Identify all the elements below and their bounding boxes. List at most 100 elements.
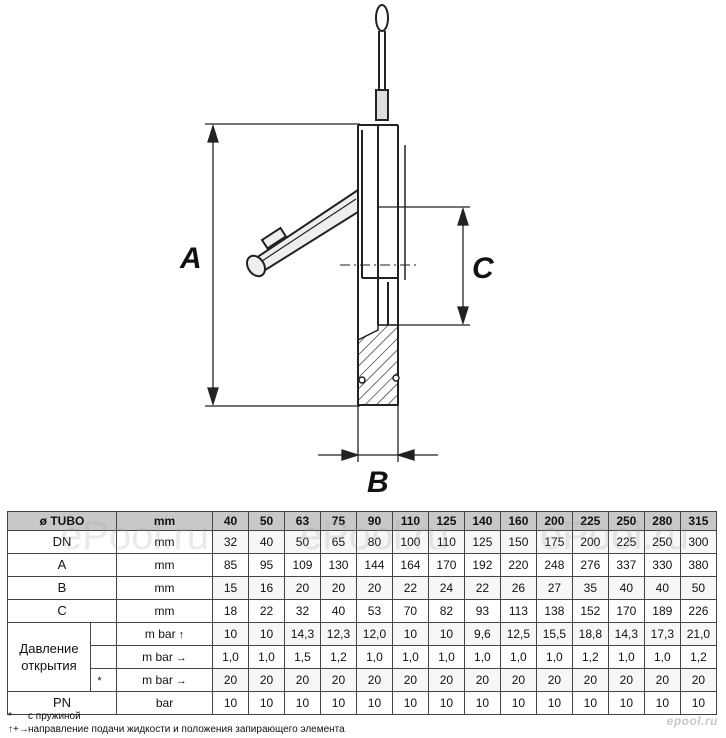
table-cell: 53 <box>355 599 393 623</box>
row-star <box>89 645 118 669</box>
pressure-label-line2: открытия <box>21 658 77 673</box>
table-cell: 10 <box>248 691 285 715</box>
row-label-c: C <box>6 599 118 623</box>
arrow-up-icon: ↑ <box>178 628 185 641</box>
table-cell: 20 <box>643 668 681 692</box>
table-row-pn: PN bar 10 10 10 10 10 10 10 10 10 10 10 … <box>6 691 718 715</box>
table-cell: 35 <box>571 576 609 600</box>
table-cell: 164 <box>391 553 429 577</box>
table-cell: 50 <box>283 530 321 554</box>
table-cell: 20 <box>571 668 609 692</box>
table-cell: 250 <box>643 530 681 554</box>
row-label-pn: PN <box>6 691 118 715</box>
table-cell: 95 <box>248 553 285 577</box>
table-cell: 110 <box>427 530 465 554</box>
header-size: 315 <box>679 511 718 531</box>
table-cell: 10 <box>643 691 681 715</box>
table-cell: 20 <box>283 668 321 692</box>
table-cell: 16 <box>248 576 285 600</box>
table-cell: 40 <box>248 530 285 554</box>
table-cell: 32 <box>283 599 321 623</box>
header-size: 280 <box>643 511 681 531</box>
table-cell: 20 <box>283 576 321 600</box>
row-unit: mm <box>116 599 214 623</box>
row-unit: mm <box>116 576 214 600</box>
dimension-c <box>378 206 470 326</box>
unit-text: m bar <box>142 649 173 664</box>
table-header-row: ø TUBO mm 40 50 63 75 90 110 125 140 160… <box>6 511 718 531</box>
table-cell: 85 <box>212 553 249 577</box>
table-cell: 10 <box>212 691 249 715</box>
dimension-a-label: A <box>179 242 202 275</box>
row-label-dn: DN <box>6 530 118 554</box>
table-cell: 226 <box>679 599 718 623</box>
table-cell: 18 <box>212 599 249 623</box>
header-size: 75 <box>319 511 357 531</box>
table-cell: 50 <box>679 576 718 600</box>
table-cell: 10 <box>391 691 429 715</box>
header-size: 50 <box>248 511 285 531</box>
table-cell: 1,5 <box>283 645 321 669</box>
table-cell: 144 <box>355 553 393 577</box>
table-cell: 10 <box>283 691 321 715</box>
table-cell: 40 <box>607 576 645 600</box>
spring-symbol: * <box>8 711 12 722</box>
table-cell: 10 <box>355 691 393 715</box>
legend-spring-text: с пружиной <box>28 711 81 722</box>
table-cell: 20 <box>607 668 645 692</box>
table-cell: 65 <box>319 530 357 554</box>
table-cell: 1,0 <box>248 645 285 669</box>
table-cell: 20 <box>535 668 573 692</box>
table-cell: 27 <box>535 576 573 600</box>
header-unit-label: mm <box>116 511 214 531</box>
dimension-b <box>318 405 438 462</box>
table-cell: 22 <box>463 576 501 600</box>
table-cell: 1,2 <box>679 645 718 669</box>
table-cell: 12,0 <box>355 622 393 646</box>
table-cell: 20 <box>679 668 718 692</box>
table-cell: 32 <box>212 530 249 554</box>
table-cell: 113 <box>499 599 537 623</box>
header-size: 200 <box>535 511 573 531</box>
table-cell: 20 <box>427 668 465 692</box>
header-size: 110 <box>391 511 429 531</box>
table-row-b: B mm 15 16 20 20 20 22 24 22 26 27 35 40… <box>6 576 718 600</box>
dimension-a <box>205 123 360 407</box>
table-cell: 100 <box>391 530 429 554</box>
table-cell: 22 <box>391 576 429 600</box>
row-star <box>89 622 118 646</box>
row-label-a: A <box>6 553 118 577</box>
table-cell: 20 <box>319 668 357 692</box>
table-cell: 220 <box>499 553 537 577</box>
table-cell: 20 <box>391 668 429 692</box>
section-hatch <box>357 324 399 406</box>
table-cell: 200 <box>571 530 609 554</box>
direction-arrows-icon: ↑+→ <box>8 724 29 735</box>
dimension-c-label: C <box>472 252 495 285</box>
table-cell: 10 <box>319 691 357 715</box>
arrow-right-icon: → <box>175 674 187 687</box>
table-cell: 14,3 <box>283 622 321 646</box>
table-cell: 150 <box>499 530 537 554</box>
table-cell: 1,0 <box>535 645 573 669</box>
table-cell: 20 <box>463 668 501 692</box>
legend-spring: * с пружиной <box>8 711 81 722</box>
table-cell: 225 <box>607 530 645 554</box>
side-port <box>246 188 359 278</box>
table-cell: 10 <box>391 622 429 646</box>
row-unit: bar <box>116 691 214 715</box>
table-cell: 20 <box>212 668 249 692</box>
table-cell: 130 <box>319 553 357 577</box>
row-label-pressure: Давление открытия <box>7 622 91 692</box>
table-row-c: C mm 18 22 32 40 53 70 82 93 113 138 152… <box>6 599 718 623</box>
table-cell: 40 <box>643 576 681 600</box>
dimension-b-label: B <box>367 466 389 499</box>
table-cell: 21,0 <box>679 622 718 646</box>
table-cell: 1,2 <box>319 645 357 669</box>
table-cell: 10 <box>535 691 573 715</box>
unit-text: m bar <box>144 626 176 641</box>
table-cell: 12,5 <box>499 622 537 646</box>
table-cell: 109 <box>283 553 321 577</box>
table-row-a: A mm 85 95 109 130 144 164 170 192 220 2… <box>6 553 718 577</box>
table-cell: 70 <box>391 599 429 623</box>
